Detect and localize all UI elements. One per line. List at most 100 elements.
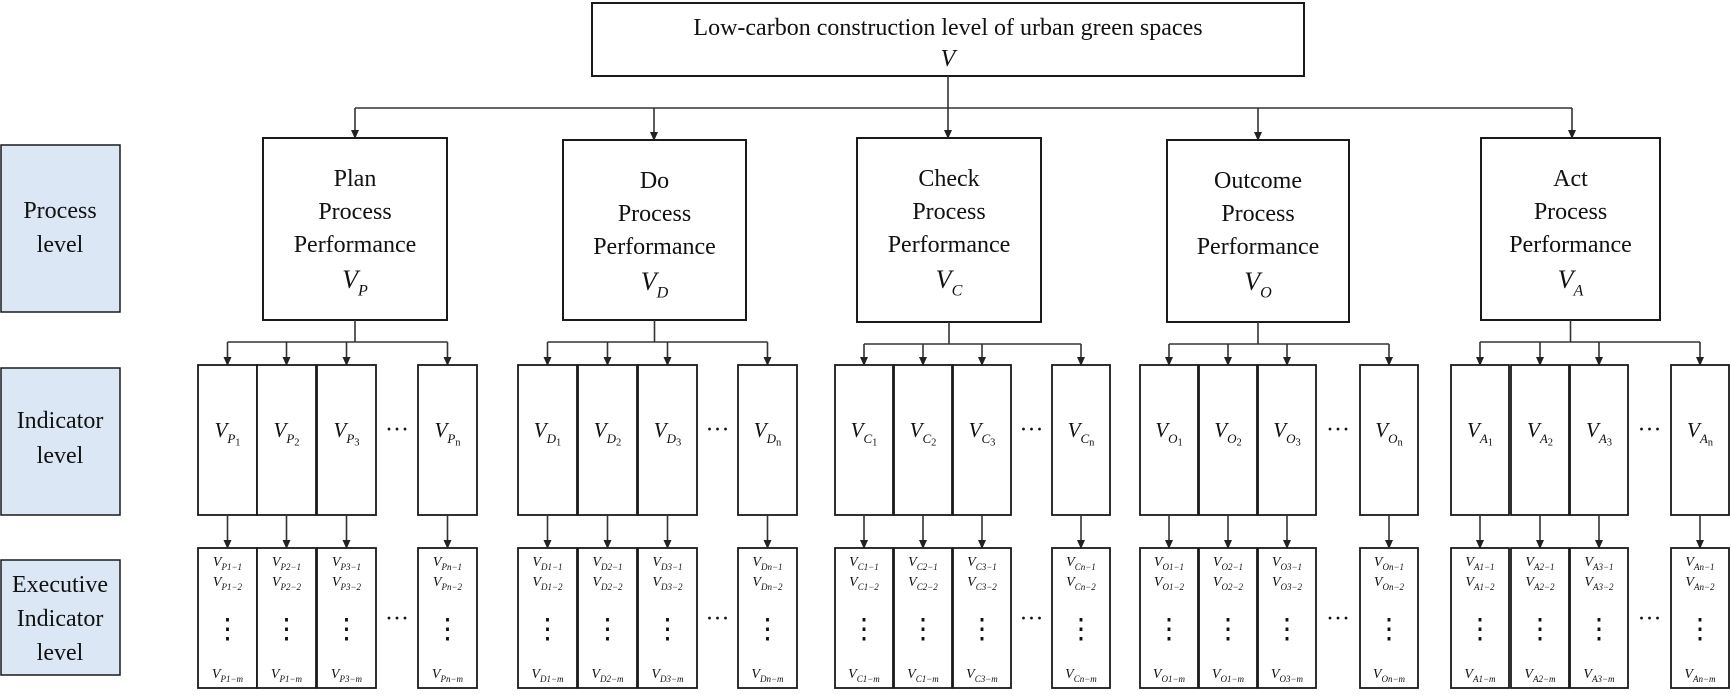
executive-label: VC1−1 bbox=[849, 555, 879, 572]
executive-vdots: ⋮ bbox=[1585, 614, 1613, 645]
executive-vdots: ⋮ bbox=[968, 614, 996, 645]
executive-label: VC3−m bbox=[966, 667, 998, 684]
indicator-cell bbox=[1510, 364, 1570, 516]
process-title-line: Plan bbox=[334, 166, 377, 192]
executive-label: VC2−2 bbox=[908, 575, 938, 592]
executive-vdots: ⋮ bbox=[1375, 614, 1403, 645]
process-title-line: Process bbox=[912, 199, 985, 225]
executive-label: VAn−1 bbox=[1685, 555, 1714, 572]
executive-label: VA2−2 bbox=[1525, 575, 1555, 592]
executive-cell bbox=[517, 547, 578, 689]
process-symbol: VP bbox=[342, 265, 368, 299]
indicator-label: VP3 bbox=[333, 418, 359, 448]
level-label-line: level bbox=[37, 232, 84, 258]
process-title-line: Performance bbox=[593, 234, 716, 260]
process-box bbox=[262, 137, 448, 321]
indicator-cell bbox=[893, 364, 953, 516]
process-group-act: ActProcessPerformanceVAVA1VA2VA3VAn···VA… bbox=[1450, 137, 1730, 689]
process-group-plan: PlanProcessPerformanceVPVP1VP2VP3VPn···V… bbox=[197, 137, 478, 689]
executive-label: VP1−m bbox=[271, 667, 303, 684]
executive-cell bbox=[1510, 547, 1570, 689]
executive-vdots: ⋮ bbox=[1466, 614, 1494, 645]
indicator-cell bbox=[517, 364, 578, 516]
process-group-do: DoProcessPerformanceVDVD1VD2VD3VDn···VD1… bbox=[517, 139, 798, 689]
executive-label: VP3−m bbox=[331, 667, 363, 684]
process-title-line: Process bbox=[1534, 199, 1607, 225]
executive-vdots: ⋮ bbox=[1214, 614, 1242, 645]
executive-label: VOn−m bbox=[1373, 667, 1406, 684]
executive-label: VC1−2 bbox=[849, 575, 879, 592]
executive-vdots: ⋮ bbox=[1686, 614, 1714, 645]
process-title-line: Do bbox=[640, 168, 669, 194]
executive-vdots: ⋮ bbox=[534, 614, 562, 645]
executive-label: VO1−m bbox=[1153, 667, 1186, 684]
executive-cell bbox=[952, 547, 1012, 689]
process-box bbox=[1480, 137, 1661, 321]
executive-label: VO1−1 bbox=[1154, 555, 1184, 572]
executive-label: VA3−m bbox=[1583, 667, 1615, 684]
executive-cell bbox=[1670, 547, 1730, 689]
executive-cell bbox=[1359, 547, 1419, 689]
process-group-outcome: OutcomeProcessPerformanceVOVO1VO2VO3VOn·… bbox=[1139, 139, 1419, 689]
executive-label: VAn−m bbox=[1684, 667, 1716, 684]
indicator-label: VA2 bbox=[1527, 418, 1553, 448]
executive-cell bbox=[577, 547, 638, 689]
ellipsis-indicator: ··· bbox=[1020, 417, 1044, 443]
level-label-process: Process level bbox=[0, 144, 121, 313]
executive-vdots: ⋮ bbox=[654, 614, 682, 645]
process-title-line: Performance bbox=[294, 232, 417, 258]
executive-vdots: ⋮ bbox=[1155, 614, 1183, 645]
executive-label: VCn−2 bbox=[1066, 575, 1096, 592]
indicator-label: VO2 bbox=[1214, 418, 1241, 448]
executive-cell bbox=[1257, 547, 1317, 689]
executive-label: VDn−2 bbox=[752, 575, 783, 592]
executive-label: VPn−2 bbox=[433, 575, 463, 592]
process-symbol: VA bbox=[1558, 265, 1584, 299]
executive-cell bbox=[1198, 547, 1258, 689]
root-node: Low-carbon construction level of urban g… bbox=[591, 2, 1305, 77]
indicator-label: VA3 bbox=[1586, 418, 1612, 448]
ellipsis-executive: ··· bbox=[1326, 606, 1350, 632]
indicator-label: VC3 bbox=[969, 418, 996, 448]
executive-label: VDn−m bbox=[751, 667, 784, 684]
indicator-cell bbox=[1198, 364, 1258, 516]
ellipsis-executive: ··· bbox=[1020, 606, 1044, 632]
executive-label: VP1−1 bbox=[213, 555, 242, 572]
ellipsis-indicator: ··· bbox=[1638, 417, 1662, 443]
executive-cell bbox=[256, 547, 317, 689]
executive-label: VD3−m bbox=[651, 667, 684, 684]
executive-vdots: ⋮ bbox=[754, 614, 782, 645]
indicator-cell bbox=[1139, 364, 1199, 516]
process-group-check: CheckProcessPerformanceVCVC1VC2VC3VCn···… bbox=[834, 137, 1111, 689]
indicator-cell bbox=[197, 364, 258, 516]
executive-label: VD1−1 bbox=[532, 555, 562, 572]
process-title-line: Process bbox=[1221, 201, 1294, 227]
ellipsis-executive: ··· bbox=[1638, 606, 1662, 632]
process-title-line: Process bbox=[618, 201, 691, 227]
executive-label: VAn−2 bbox=[1685, 575, 1715, 592]
process-symbol: VO bbox=[1244, 267, 1272, 301]
indicator-label: VP1 bbox=[214, 418, 240, 448]
root-symbol: V bbox=[941, 46, 958, 72]
indicator-cell bbox=[737, 364, 798, 516]
indicator-label: VC1 bbox=[851, 418, 878, 448]
root-title: Low-carbon construction level of urban g… bbox=[693, 15, 1202, 41]
executive-label: VO1−2 bbox=[1154, 575, 1185, 592]
indicator-label: VAn bbox=[1687, 418, 1714, 448]
executive-label: VCn−1 bbox=[1066, 555, 1096, 572]
executive-label: VPn−1 bbox=[433, 555, 462, 572]
level-label-indicator: Indicator level bbox=[0, 367, 121, 516]
executive-label: VD3−1 bbox=[652, 555, 682, 572]
executive-cell bbox=[316, 547, 377, 689]
executive-cell bbox=[834, 547, 894, 689]
executive-vdots: ⋮ bbox=[1273, 614, 1301, 645]
executive-label: VPn−m bbox=[432, 667, 464, 684]
level-label-line: level bbox=[37, 640, 84, 666]
executive-label: VA1−m bbox=[1464, 667, 1496, 684]
level-label-line: Process bbox=[23, 198, 96, 224]
indicator-cell bbox=[834, 364, 894, 516]
executive-cell bbox=[893, 547, 953, 689]
executive-label: VO2−2 bbox=[1213, 575, 1244, 592]
indicator-cell bbox=[952, 364, 1012, 516]
